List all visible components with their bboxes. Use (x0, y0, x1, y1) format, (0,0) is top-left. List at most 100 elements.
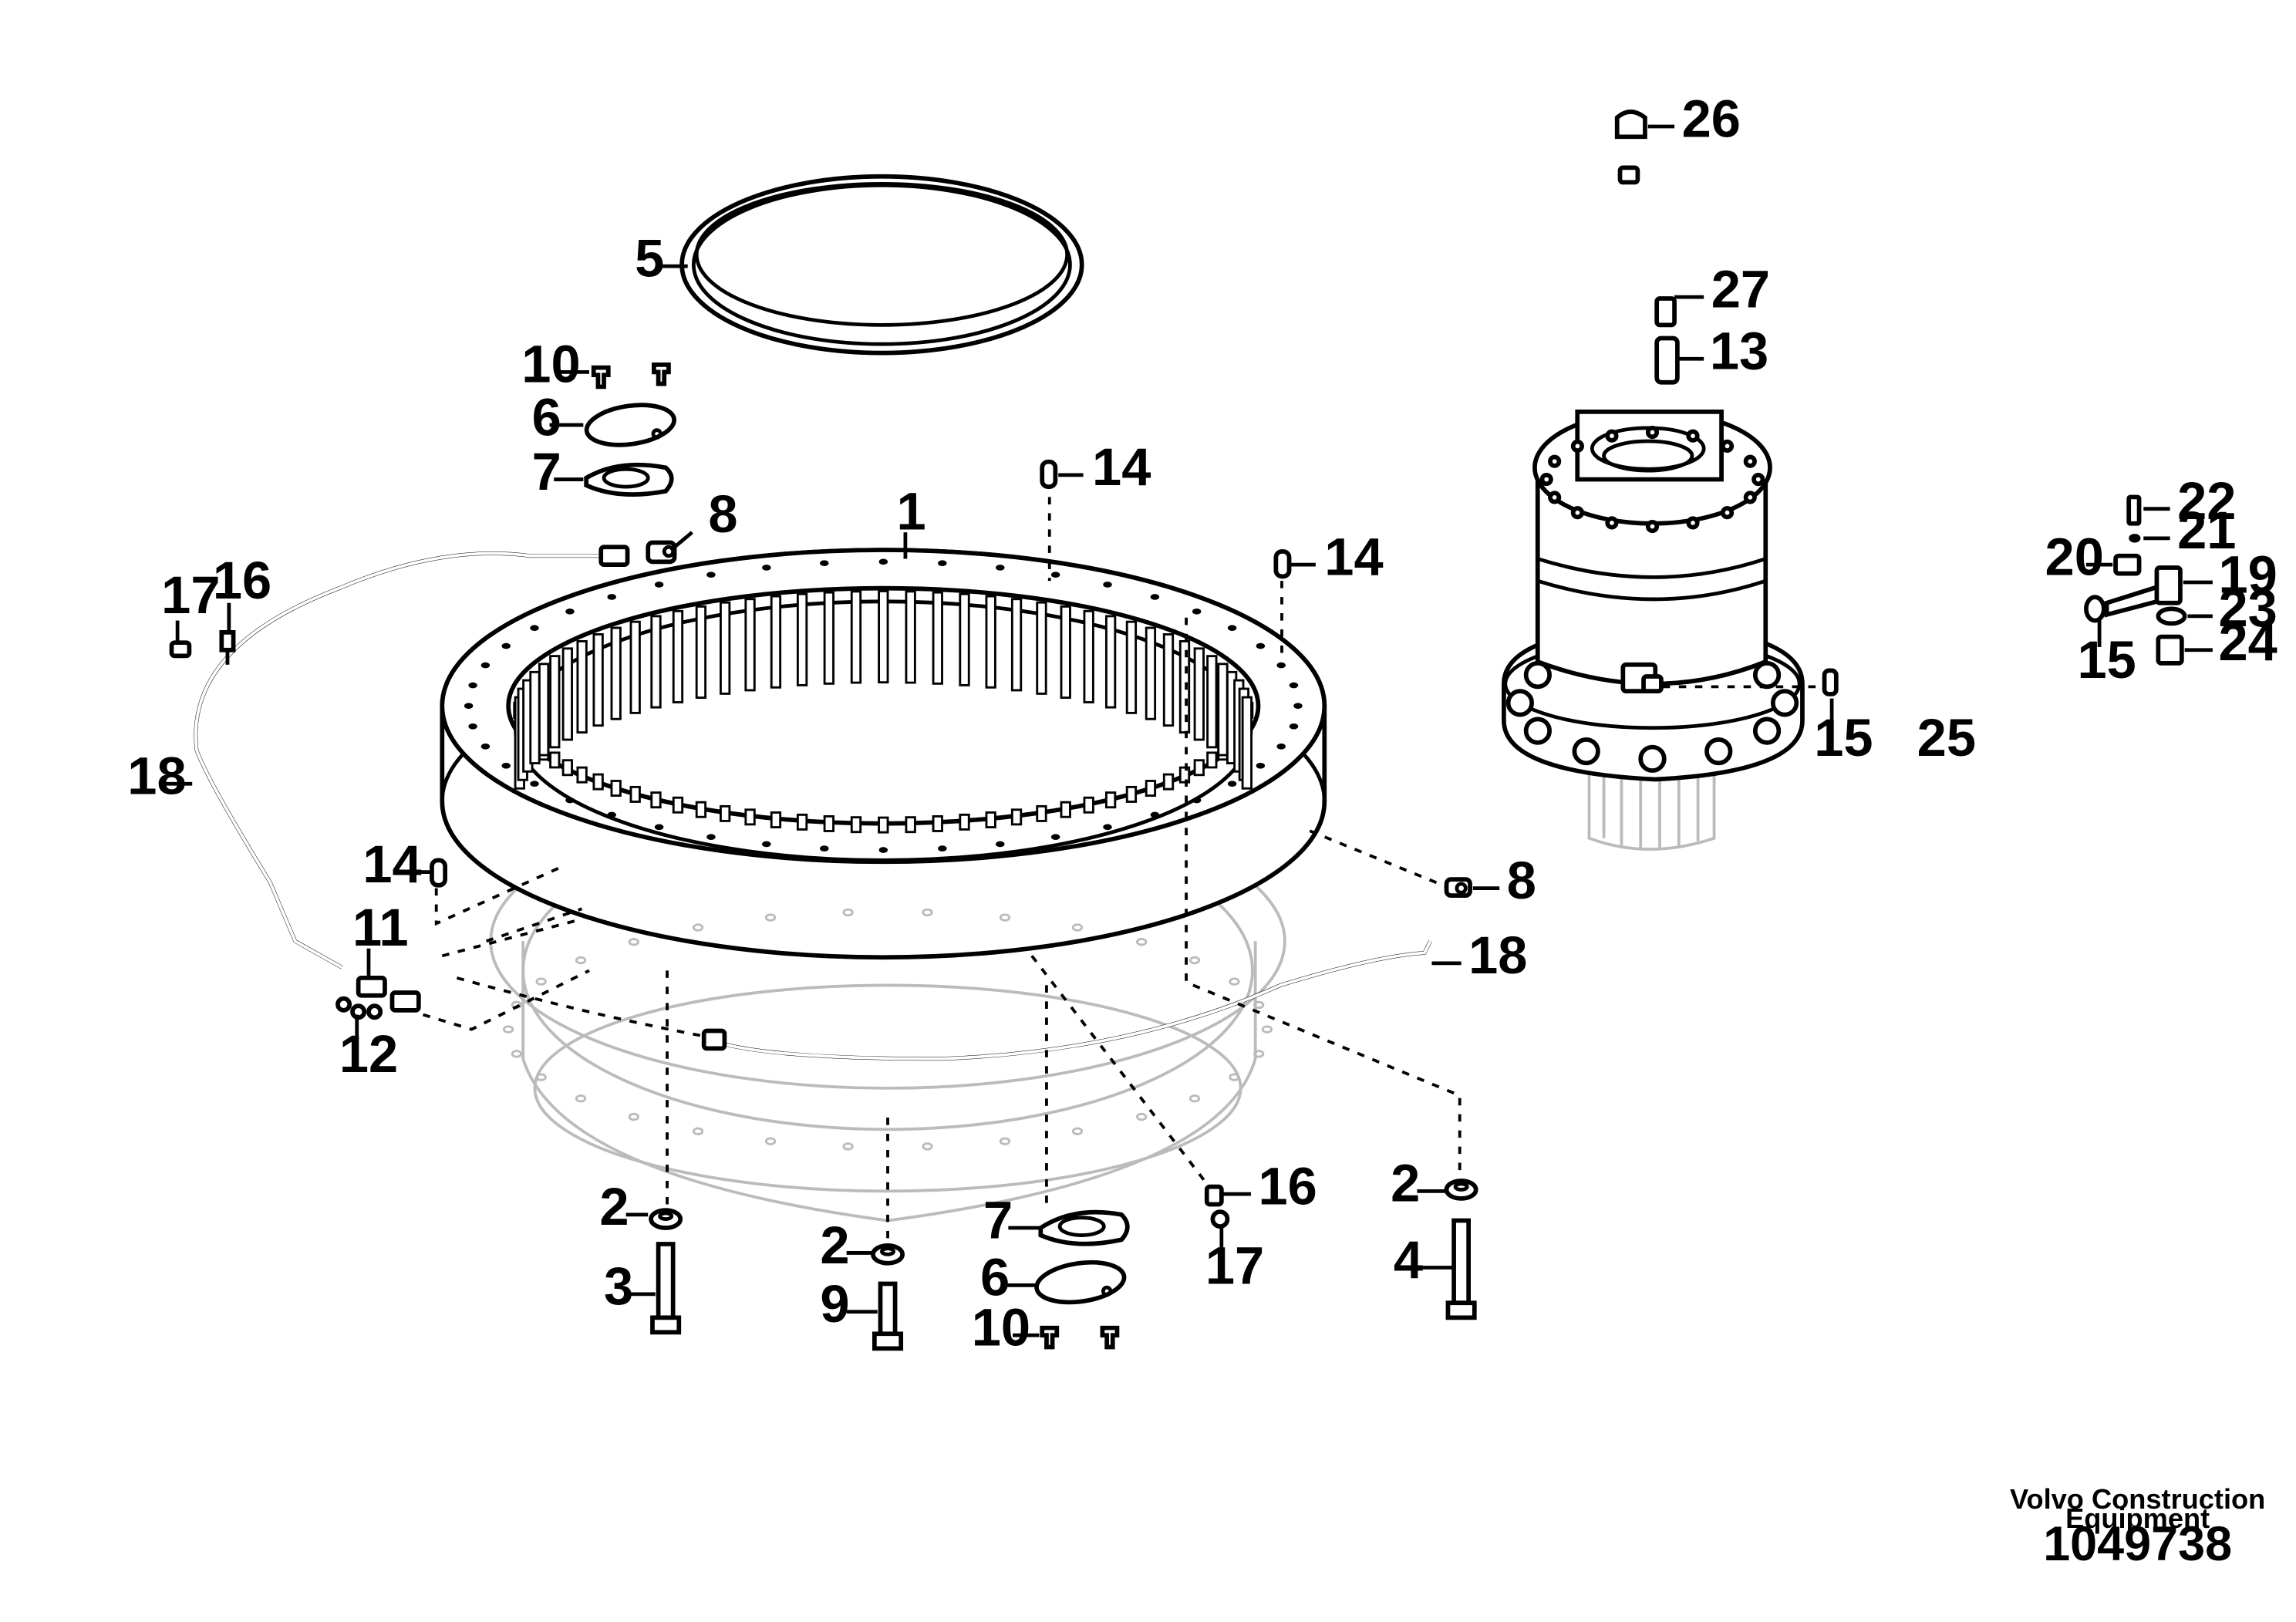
housing-bolt (1548, 454, 1562, 468)
gear-tooth (561, 759, 573, 777)
lower-bolt-hole (535, 977, 547, 986)
housing-bolt (1539, 472, 1553, 487)
callout-7-top: 7 (532, 442, 561, 501)
housing-bolt (1605, 429, 1619, 443)
callout-27: 27 (1711, 259, 1770, 319)
gear-tooth (905, 590, 916, 684)
gear-tooth (1125, 620, 1138, 714)
lower-bolt-hole (575, 1094, 587, 1103)
callout-6-bottom: 6 (980, 1248, 1010, 1307)
bolt-hole (464, 703, 474, 709)
gear-tooth (720, 601, 731, 695)
lower-bolt-hole (575, 956, 587, 965)
bolt-hole (996, 841, 1005, 848)
gear-tooth (1193, 647, 1205, 741)
bolt-hole (654, 824, 664, 831)
flange-bolt-head (1505, 689, 1534, 717)
gear-tooth (672, 609, 684, 703)
gear-tooth (1010, 598, 1023, 692)
callout-2-left: 2 (599, 1177, 629, 1236)
fitting-part-8-upper (646, 540, 677, 565)
lower-bolt-hole (999, 913, 1011, 922)
bolt-hole (1227, 781, 1237, 787)
gear-tooth (850, 816, 862, 834)
gear-tooth (796, 813, 808, 831)
callout-14-top: 14 (1092, 437, 1151, 497)
callout-23: 23 (2219, 578, 2277, 638)
bolt-hole (1276, 662, 1286, 669)
washer-part-2-mid (871, 1243, 905, 1266)
gear-tooth (1162, 773, 1175, 791)
callout-2-right: 2 (1391, 1154, 1420, 1213)
housing-top-bolts (1539, 425, 1765, 534)
gear-tooth (592, 633, 604, 727)
bolt-hole (762, 565, 771, 571)
lower-bolt-hole (1261, 1025, 1273, 1034)
gasket-part-7-top (584, 462, 674, 497)
gear-tooth (1083, 609, 1094, 703)
drain-hose-part-25 (1831, 613, 2092, 685)
callout-7-bottom: 7 (983, 1190, 1013, 1249)
bolt-part-9 (872, 1281, 904, 1351)
title-block: Volvo Construction Equipment 1049738 (2010, 1483, 2265, 1571)
callout-numbers: 5 10 6 7 8 1 14 14 17 16 18 14 11 12 8 1… (127, 89, 2277, 1357)
gear-tooth (1162, 633, 1175, 727)
gear-tooth (878, 590, 889, 684)
gear-tooth (932, 591, 943, 685)
pin-part-14-left (430, 858, 447, 888)
bolt-hole (1103, 582, 1112, 588)
pin-part-14-right (1273, 549, 1292, 579)
gear-tooth (610, 780, 622, 798)
plug-part-17-left (169, 640, 192, 659)
callout-15-right: 15 (2077, 630, 2136, 690)
gear-tooth (549, 655, 561, 749)
gear-tooth (720, 804, 731, 822)
cover-plate-part-6-bottom (1034, 1259, 1127, 1305)
callout-13: 13 (1710, 322, 1768, 381)
housing-bolt (1743, 491, 1757, 504)
flange-bolt-head (1770, 689, 1799, 717)
lower-bolt-hole (842, 1142, 854, 1151)
bolt-hole (565, 609, 575, 615)
callout-21: 21 (2177, 501, 2236, 560)
gear-tooth (561, 647, 573, 741)
gear-tooth (796, 592, 808, 686)
gear-tooth (576, 639, 588, 734)
bolt-hole (820, 845, 829, 851)
bolt-hole (996, 565, 1005, 571)
cover-plate-part-6-top (584, 403, 676, 447)
lower-bolt-hole (692, 923, 704, 932)
flange-bolt-head (1752, 717, 1782, 745)
bolt-hole (938, 845, 947, 851)
gear-tooth (1145, 780, 1157, 798)
bolt-hole (1289, 682, 1299, 689)
gear-tooth (985, 811, 996, 828)
housing-bolt (1570, 439, 1584, 453)
clamp-part-15-right (2084, 595, 2106, 623)
housing-bolt (1570, 506, 1584, 520)
gear-tooth (850, 590, 862, 684)
bolt-hole (762, 841, 771, 848)
assembly-guide-lines (422, 497, 1818, 1239)
gear-tooth (650, 615, 662, 709)
tee-block-part-11 (356, 976, 421, 1013)
gear-tooth (538, 663, 550, 757)
callout-9: 9 (820, 1274, 849, 1334)
ring-bolt-holes (464, 558, 1303, 1151)
gear-tooth (592, 773, 604, 791)
gasket-part-7-bottom (1038, 1209, 1130, 1246)
lower-bolt-hole (922, 1142, 933, 1151)
housing-bolt (1548, 491, 1562, 504)
callout-4: 4 (1394, 1230, 1423, 1290)
gear-tooth (576, 766, 588, 784)
gear-tooth (770, 811, 782, 828)
housing-bolt (1686, 516, 1700, 530)
slewing-ring-part-1 (440, 548, 1327, 1222)
lube-pipe-part-18-right (701, 940, 1432, 1061)
gear-tooth (610, 626, 622, 720)
flange-bolt-head (1523, 717, 1552, 745)
lower-bolt-hole (1229, 1073, 1240, 1081)
gear-tooth (695, 801, 707, 818)
bolt-hole (468, 682, 477, 689)
